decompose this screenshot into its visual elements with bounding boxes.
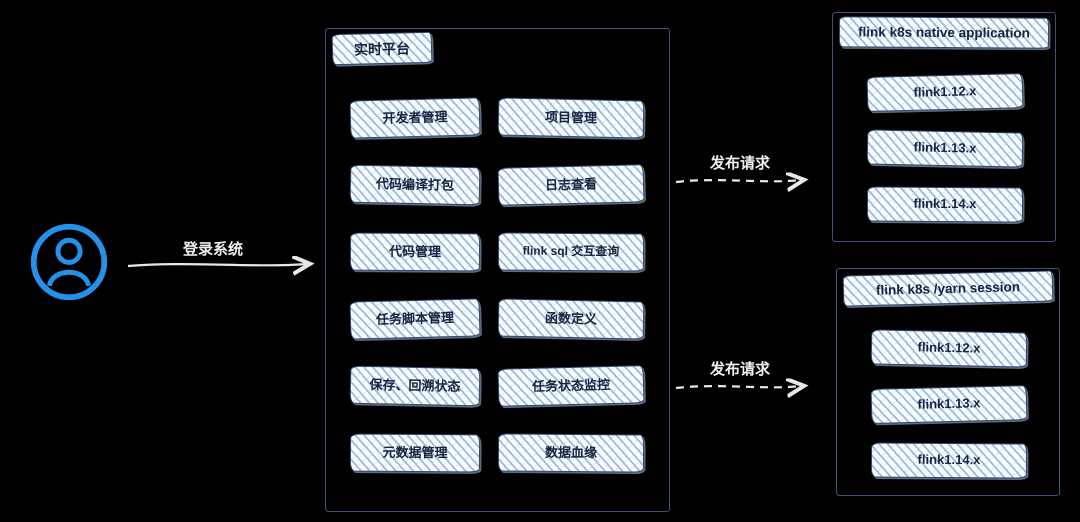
cluster-session-versions: flink1.12.x flink1.13.x flink1.14.x	[870, 329, 1028, 479]
version-flink-1-13: flink1.13.x	[870, 385, 1028, 424]
module-log-view: 日志查看	[497, 164, 645, 206]
cluster-yarn-session-box: flink k8s /yarn session flink1.12.x flin…	[836, 268, 1060, 496]
module-data-lineage: 数据血缘	[497, 433, 645, 473]
publish-arrow-top	[675, 180, 802, 182]
version-flink-1-12: flink1.12.x	[866, 73, 1024, 112]
module-flink-sql-query: flink sql 交互查询	[497, 232, 645, 272]
cluster-native-application-title-bar: flink k8s native application	[838, 16, 1050, 49]
version-flink-1-13: flink1.13.x	[866, 129, 1024, 168]
cluster-yarn-session-title-bar: flink k8s /yarn session	[842, 270, 1054, 307]
module-developer-management: 开发者管理	[349, 97, 481, 139]
version-flink-1-12: flink1.12.x	[870, 329, 1028, 368]
platform-left-column: 开发者管理 代码编译打包 代码管理 任务脚本管理 保存、回溯状态 元数据管理	[349, 97, 481, 473]
module-task-script-management: 任务脚本管理	[349, 298, 481, 340]
publish-arrow-top-label: 发布请求	[709, 155, 770, 172]
login-arrow	[127, 264, 308, 266]
platform-title-tab: 实时平台	[331, 31, 433, 66]
platform-modules: 开发者管理 代码编译打包 代码管理 任务脚本管理 保存、回溯状态 元数据管理 项…	[349, 97, 645, 473]
platform-box: 实时平台 开发者管理 代码编译打包 代码管理 任务脚本管理 保存、回溯状态 元数…	[325, 28, 670, 512]
module-save-rollback-state: 保存、回溯状态	[349, 365, 481, 407]
publish-arrow-bottom	[675, 386, 802, 388]
module-code-management: 代码管理	[349, 232, 481, 272]
cluster-native-application-box: flink k8s native application flink1.12.x…	[832, 12, 1056, 242]
module-code-build-package: 代码编译打包	[349, 164, 481, 206]
module-function-definition: 函数定义	[497, 298, 645, 340]
cluster-title: flink k8s /yarn session	[875, 279, 1021, 298]
version-flink-1-14: flink1.14.x	[866, 186, 1024, 223]
module-project-management: 项目管理	[497, 97, 645, 139]
user-icon-glyph	[30, 223, 108, 301]
module-task-status-monitor: 任务状态监控	[497, 365, 645, 407]
user-icon	[28, 220, 110, 304]
version-flink-1-14: flink1.14.x	[870, 442, 1028, 479]
login-arrow-label: 登录系统	[182, 241, 243, 258]
publish-arrow-bottom-label: 发布请求	[709, 361, 770, 378]
cluster-native-versions: flink1.12.x flink1.13.x flink1.14.x	[866, 73, 1024, 223]
platform-right-column: 项目管理 日志查看 flink sql 交互查询 函数定义 任务状态监控 数据血…	[497, 97, 645, 473]
module-metadata-management: 元数据管理	[349, 433, 481, 473]
platform-title: 实时平台	[353, 39, 411, 58]
cluster-title: flink k8s native application	[858, 24, 1030, 41]
